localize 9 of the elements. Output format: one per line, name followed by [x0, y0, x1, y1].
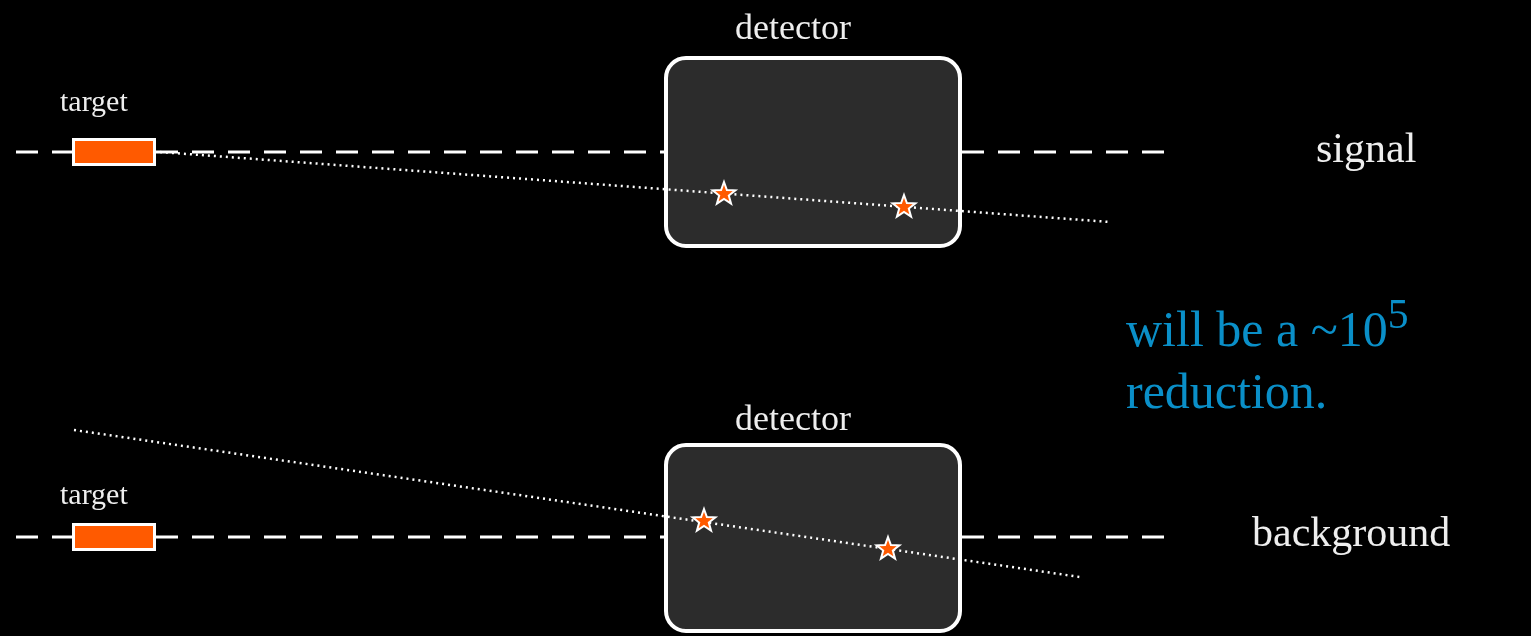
target-label: target — [60, 84, 128, 118]
detector-label: detector — [735, 6, 851, 48]
reduction-note: will be a ~10$^{5}$ reduction. — [1126, 290, 1410, 422]
background-label: background — [1252, 508, 1451, 556]
beam-line — [156, 150, 664, 154]
beam-line — [156, 535, 664, 539]
detector-label: detector — [735, 397, 851, 439]
target-label: target — [60, 477, 128, 511]
signal-label: signal — [1316, 124, 1417, 172]
